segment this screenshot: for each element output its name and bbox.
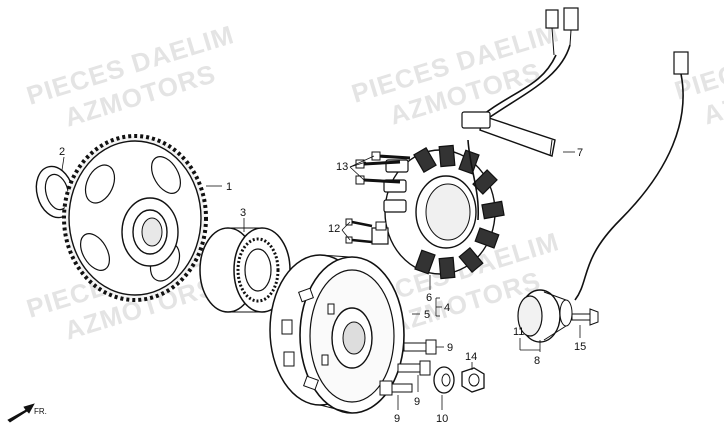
label-9-b: 9 xyxy=(414,396,420,408)
label-15: 15 xyxy=(574,341,586,353)
label-1: 1 xyxy=(226,181,232,193)
part-labels: 2 1 3 13 12 7 6 4 5 9 9 9 10 14 11 8 15 xyxy=(59,146,586,425)
label-13: 13 xyxy=(336,161,348,173)
label-9-c: 9 xyxy=(394,413,400,425)
starter-gear-part xyxy=(62,134,208,302)
stator-coil-part xyxy=(371,144,505,280)
label-11: 11 xyxy=(513,326,524,338)
stator-wire-harness xyxy=(461,7,579,221)
front-direction-arrow: FR. xyxy=(7,403,47,423)
label-2: 2 xyxy=(59,146,65,158)
label-3: 3 xyxy=(240,207,246,219)
label-14: 14 xyxy=(465,351,477,363)
flywheel-rotor-part xyxy=(269,254,405,414)
starter-clutch-part xyxy=(199,227,291,313)
label-4: 4 xyxy=(444,302,450,314)
leader-lines xyxy=(61,151,581,410)
pulser-screws xyxy=(345,218,373,244)
label-7: 7 xyxy=(577,147,583,159)
label-9-a: 9 xyxy=(447,342,453,354)
flywheel-bolts xyxy=(379,339,437,396)
flywheel-nut-part xyxy=(461,367,485,393)
pickup-wire xyxy=(574,51,689,301)
label-8: 8 xyxy=(534,355,540,367)
bolt-15-part xyxy=(571,308,599,326)
pickup-sensor-part xyxy=(517,289,573,343)
arrow-icon xyxy=(7,403,35,423)
label-6: 6 xyxy=(426,292,432,304)
washer-10-part xyxy=(433,366,455,394)
direction-label: FR. xyxy=(34,407,47,416)
label-12: 12 xyxy=(328,223,340,235)
label-5: 5 xyxy=(424,309,430,321)
label-10: 10 xyxy=(436,413,448,425)
watermark-1: PIECES DAELIM AZMOTORS xyxy=(23,19,238,132)
